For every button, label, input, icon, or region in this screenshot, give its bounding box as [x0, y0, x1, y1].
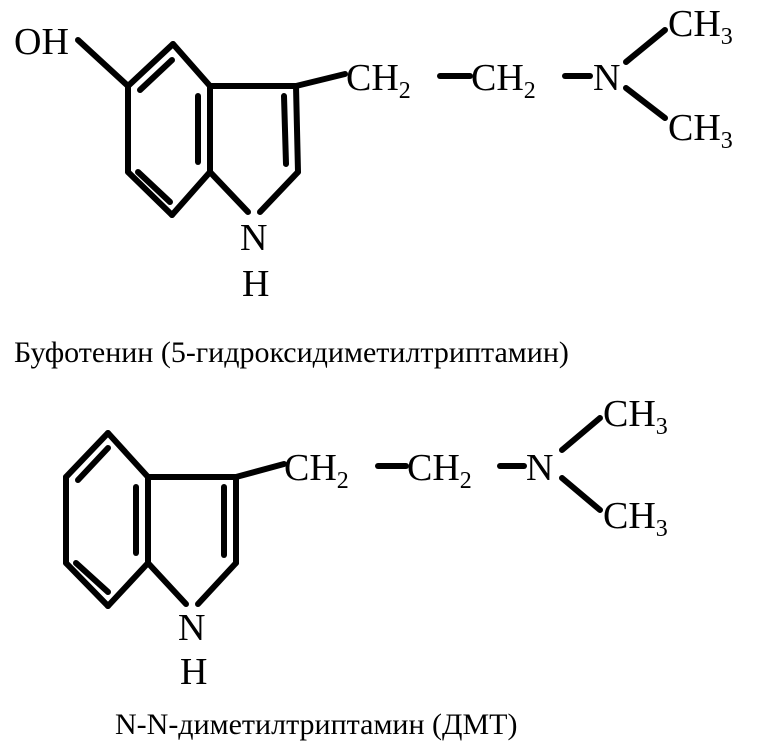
caption-dmt: N-N-диметилтриптамин (ДМТ) [115, 708, 517, 741]
bufotenin-bonds [75, 27, 668, 218]
double-bond [135, 169, 173, 205]
double-bond [73, 560, 111, 595]
bond [170, 41, 213, 89]
bond [559, 475, 603, 513]
double-bond [75, 445, 111, 483]
bond [293, 71, 348, 89]
molecule-dmt: CH2 CH2 N CH3 CH3 N H N-N-диметилтриптам… [63, 393, 668, 741]
dmt-bonds [63, 415, 603, 609]
bond [105, 430, 151, 480]
bond [623, 27, 668, 65]
double-bond [137, 57, 175, 93]
label-ch3-bottom: CH3 [603, 495, 668, 542]
label-ch2-second: CH2 [407, 447, 472, 494]
label-h-indole: H [180, 651, 207, 693]
bond [233, 461, 287, 480]
bond [63, 560, 111, 609]
bond [125, 41, 176, 89]
bond [257, 169, 301, 215]
bond [207, 169, 251, 215]
label-h-indole: H [242, 263, 269, 305]
label-ch3-bottom: CH3 [668, 107, 733, 154]
bond [63, 430, 111, 480]
label-ch2-second: CH2 [471, 57, 536, 104]
label-n-indole: N [240, 217, 267, 259]
caption-bufotenin: Буфотенин (5-гидроксидиметилтриптамин) [14, 336, 569, 369]
bond [623, 85, 668, 121]
bond [145, 560, 189, 607]
label-oh: OH [14, 21, 69, 63]
label-ch2-first: CH2 [284, 447, 349, 494]
double-bond [281, 93, 289, 167]
label-n-amine: N [526, 447, 553, 489]
label-ch3-top: CH3 [603, 393, 668, 440]
bond [293, 83, 301, 175]
bond [169, 169, 213, 218]
bond-oh [75, 37, 131, 89]
bond [125, 169, 175, 218]
label-ch3-top: CH3 [668, 3, 733, 50]
bond [195, 560, 239, 607]
label-n-amine: N [593, 57, 620, 99]
bond [559, 415, 603, 453]
label-ch2-first: CH2 [346, 57, 411, 104]
molecule-bufotenin: OH CH2 CH2 N CH3 CH3 N H Буфотенин (5-ги… [14, 3, 733, 369]
bond [105, 560, 151, 609]
label-n-indole: N [178, 607, 205, 649]
